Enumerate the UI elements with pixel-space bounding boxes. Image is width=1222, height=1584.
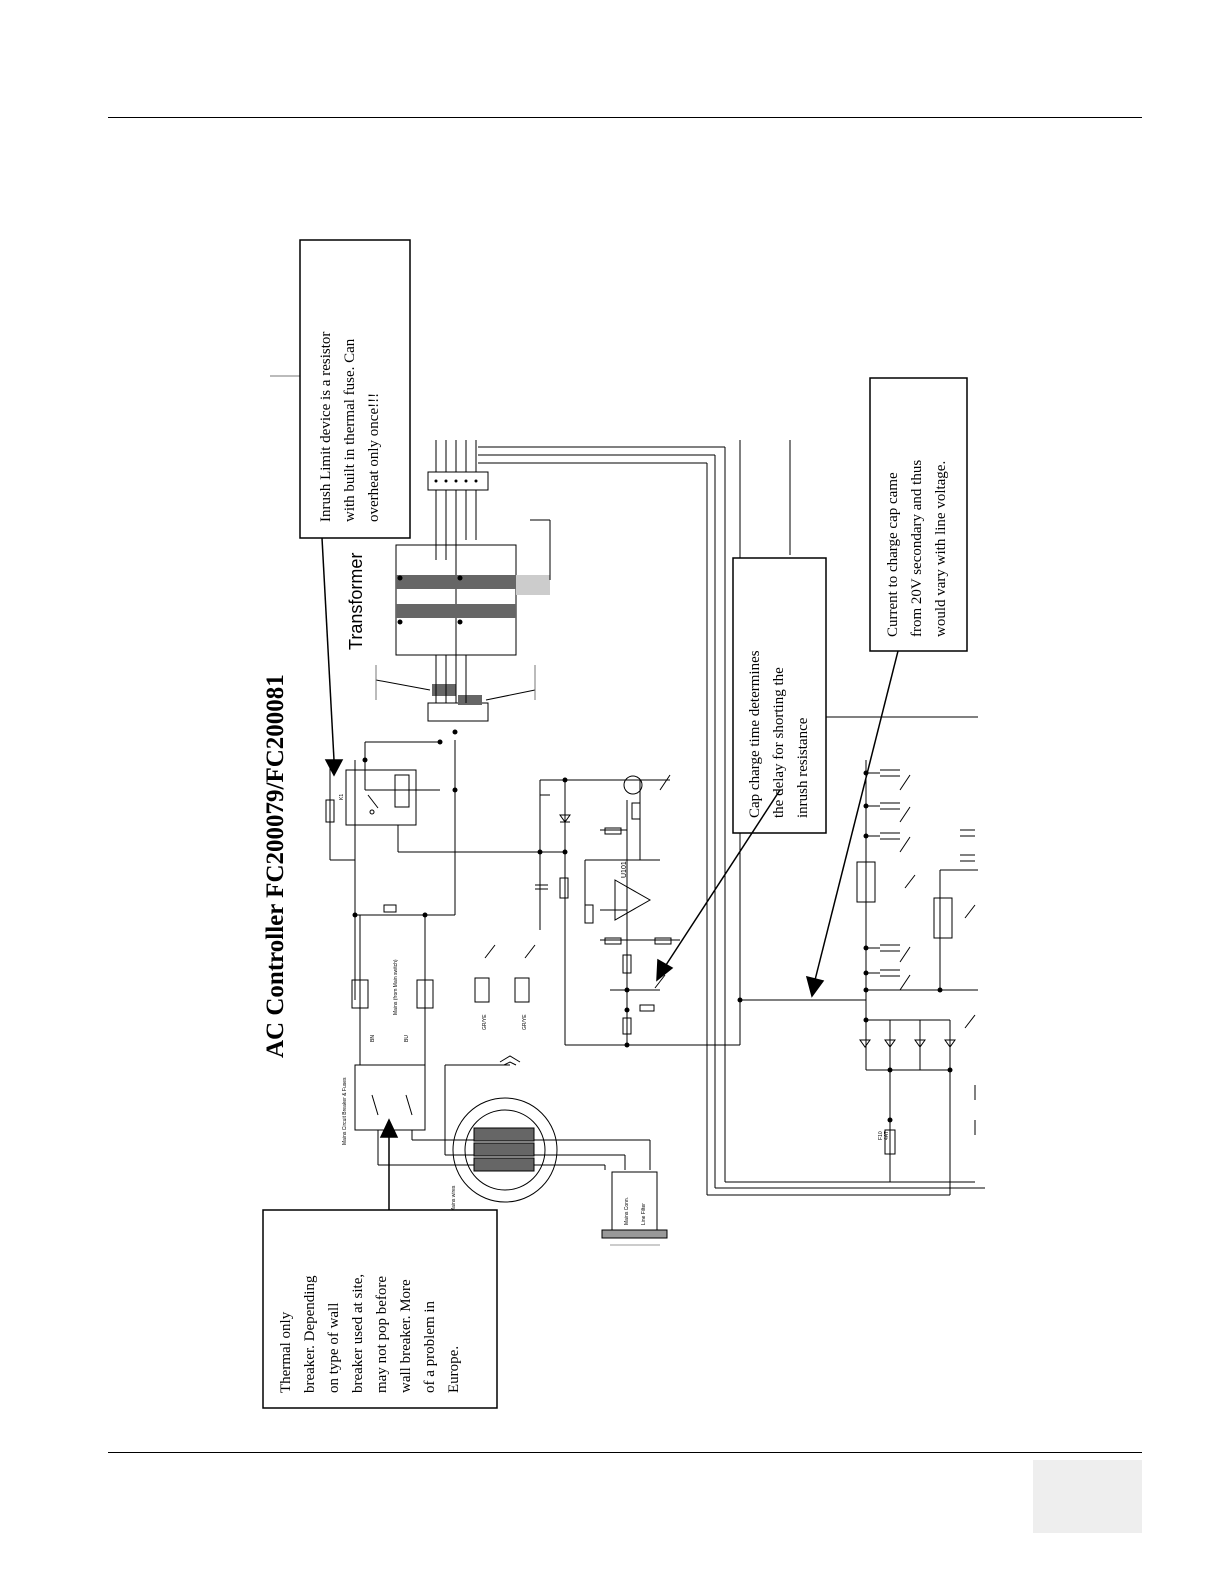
passive-components	[375, 665, 976, 1155]
grye1-label: GR/YE	[482, 1014, 488, 1030]
svg-text:Inrush Limit device is a resis: Inrush Limit device is a resistor with b…	[318, 328, 382, 522]
thermal-line-6: wall breaker. More	[398, 1279, 414, 1393]
thermal-line-8: Europe.	[446, 1346, 462, 1393]
circuit-wiring	[270, 375, 985, 1196]
current-line-1: Current to charge cap came	[885, 472, 901, 637]
inrush-resistor	[325, 799, 397, 913]
thermal-line-2: breaker. Depending	[302, 1275, 318, 1393]
fuse-label: F10	[878, 1131, 884, 1140]
svg-text:Cap charge time determines: Cap charge time determines the delay for…	[747, 647, 811, 818]
thermal-line-3: on type of wall	[326, 1303, 342, 1393]
line-filter-label: Line Filter	[641, 1203, 647, 1225]
svg-text:Thermal only breaker. De: Thermal only breaker. Depending on type …	[278, 1270, 462, 1393]
inrush-line-2: with built in thermal fuse. Can	[342, 338, 358, 522]
inrush-line-3: overheat only once!!!	[366, 393, 382, 522]
junction-dots	[352, 757, 953, 1123]
inrush-line-1: Inrush Limit device is a resistor	[318, 332, 334, 522]
line-filter: Mains Conn. Line Filter	[601, 1171, 668, 1246]
opamp-label: U101	[621, 861, 628, 878]
fuse-rating-label: 4AT	[884, 1131, 890, 1140]
grye2-label: GR/YE	[522, 1014, 528, 1030]
bu-label: BU	[404, 1035, 410, 1042]
header-rule	[108, 117, 1142, 118]
toroid: Mains wires	[451, 1097, 558, 1212]
mains-conn-label: Mains Conn.	[624, 1197, 630, 1225]
relay-label: K1	[339, 794, 345, 800]
cap-line-1: Cap charge time determines	[747, 650, 763, 818]
connector-bottom	[375, 655, 536, 745]
transistor-q	[623, 775, 643, 795]
callout-thermal: Thermal only breaker. Depending on type …	[262, 1209, 498, 1409]
cap-line-2: the delay for shorting the	[771, 667, 787, 818]
opamp-u101: U101	[614, 861, 652, 921]
footer-rule	[108, 1452, 1142, 1453]
callout-cap-charge: Cap charge time determines the delay for…	[732, 557, 827, 834]
ground-terminals: GR/YE GR/YE	[474, 977, 530, 1066]
transformer	[395, 519, 551, 656]
relay-k1	[345, 769, 417, 826]
transformer-label: Transformer	[346, 553, 366, 650]
thermal-line-4: breaker used at site,	[350, 1274, 366, 1393]
page-number-box	[1033, 1460, 1142, 1533]
callout-inrush: Inrush Limit device is a resistor with b…	[299, 239, 411, 539]
current-line-2: from 20V secondary and thus	[909, 460, 925, 637]
bn-label: BN	[370, 1035, 376, 1042]
thermal-line-5: may not pop before	[374, 1276, 390, 1393]
callout-arrows	[321, 537, 899, 1210]
connector-top	[427, 471, 489, 491]
thermal-line-1: Thermal only	[278, 1311, 294, 1393]
current-line-3: would vary with line voltage.	[933, 461, 949, 637]
diagram-title: AC Controller FC200079/FC200081	[262, 674, 289, 1058]
mains-wires-label: Mains wires	[451, 1185, 457, 1212]
svg-text:Current to charge cap came: Current to charge cap came from 20V seco…	[885, 456, 949, 637]
mains-fuses: BN BU Mains (from Main switch)	[351, 959, 434, 1042]
thermal-line-7: of a problem in	[422, 1300, 438, 1393]
callout-current: Current to charge cap came from 20V seco…	[869, 377, 968, 652]
cap-line-3: inrush resistance	[795, 717, 811, 818]
mains-switch-label: Mains (from Main switch)	[393, 959, 399, 1015]
breaker-label: Mains Circuit Breaker & Fuses	[342, 1077, 348, 1145]
